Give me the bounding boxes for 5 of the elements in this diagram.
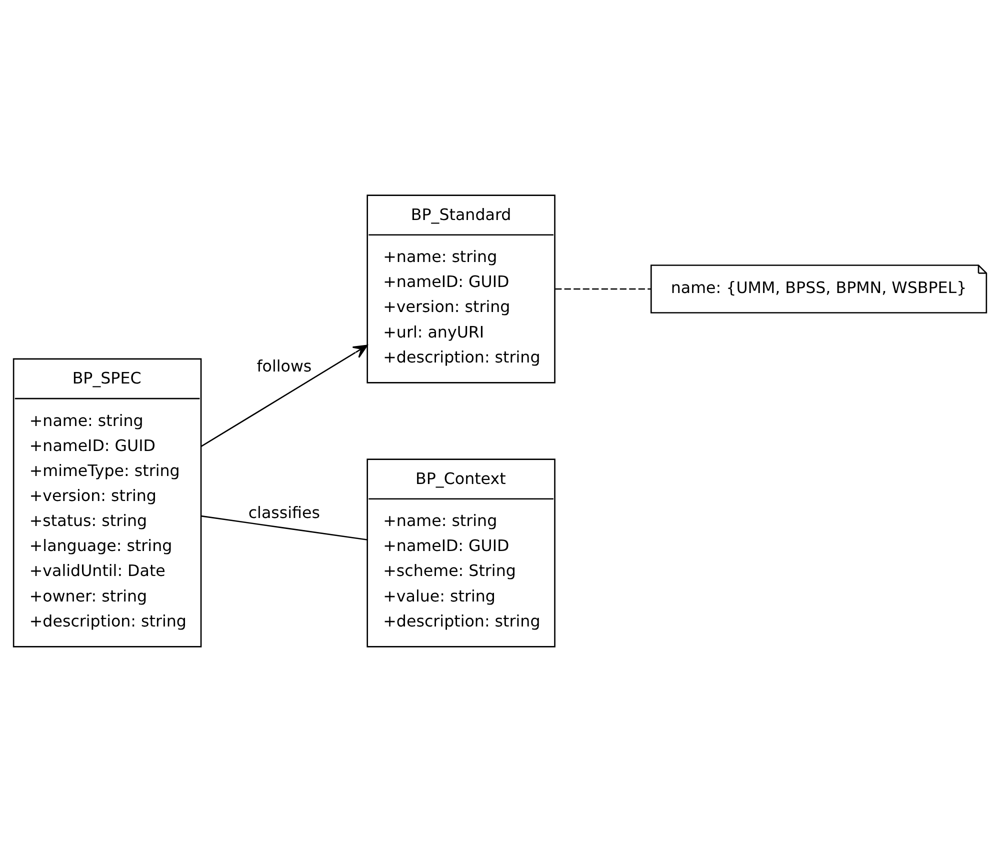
edge-label: classifies — [248, 502, 320, 522]
edge-label: follows — [256, 356, 312, 376]
arrow — [201, 344, 368, 446]
connector — [555, 288, 651, 290]
connector — [201, 514, 368, 540]
